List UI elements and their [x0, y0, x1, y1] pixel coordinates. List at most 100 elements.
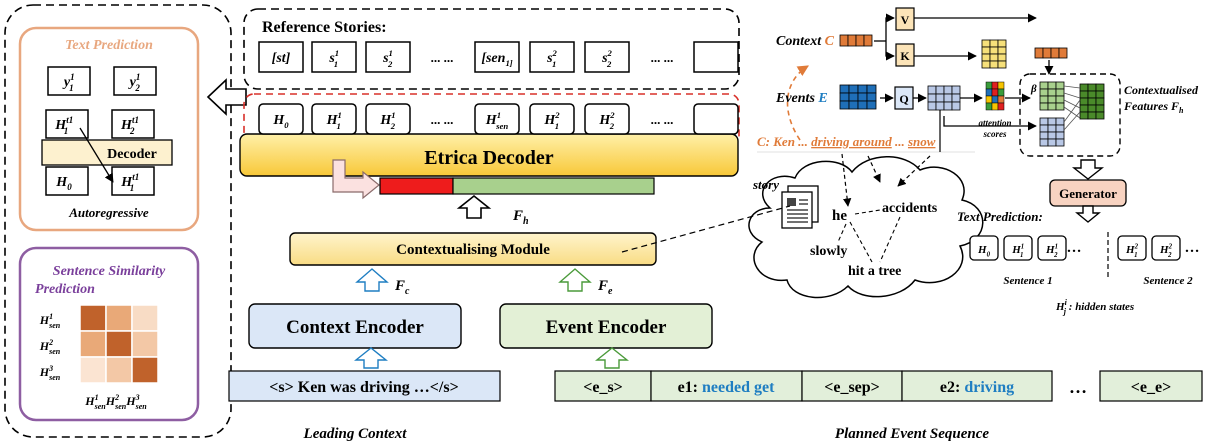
prediction-token [1003, 235, 1033, 261]
context-encoder [248, 303, 462, 349]
event-sequence: <e_s> e1: needed get <e_sep> e2: driving… [554, 370, 1203, 402]
e1-prefix: e1: [678, 379, 702, 396]
matrix-cell [1087, 111, 1097, 120]
matrix-cell [1095, 104, 1105, 113]
similarity-cell [79, 304, 107, 332]
similarity-cell [131, 304, 159, 332]
svg-text:y12: y12 [128, 72, 141, 93]
e1-highlight: needed get [702, 379, 775, 396]
similarity-cell [79, 330, 107, 358]
matrix-cell [1047, 117, 1057, 126]
vector-cell [1034, 47, 1044, 59]
word-slowly: slowly [810, 244, 847, 259]
similarity-cell [105, 330, 133, 358]
fc-up-arrow [355, 268, 389, 292]
similarity-title-2: Prediction [35, 282, 95, 297]
matrix-cell [839, 100, 850, 110]
matrix-cell [1039, 138, 1049, 147]
prediction-token [1117, 235, 1147, 261]
token-y1 [47, 66, 91, 96]
matrix-cell [866, 100, 877, 110]
feedback-arrow [332, 159, 380, 200]
leading-context-text: <s> Ken was driving …</s> [269, 379, 458, 396]
story-label: story [752, 177, 779, 192]
matrix-cell [943, 85, 953, 95]
score-cell [991, 81, 999, 90]
prediction-token [1037, 235, 1067, 261]
prediction-token [1151, 235, 1181, 261]
prediction-ellipsis: … [1185, 240, 1200, 256]
k-box [895, 43, 915, 67]
text-prediction-right-title: Text Prediction: [957, 209, 1043, 224]
matrix-cell [1095, 97, 1105, 106]
event-cell-e1 [650, 370, 803, 402]
matrix-cell [1055, 138, 1065, 147]
word-accidents: accidents [882, 201, 938, 216]
features-label-1: Contextualised [1124, 83, 1199, 97]
feature-matrix [1039, 81, 1105, 147]
reference-token [529, 41, 575, 73]
matrix-cell [951, 93, 961, 103]
svg-text:H0: H0 [272, 113, 289, 130]
contextualising-module [289, 232, 657, 266]
feature-link [1063, 106, 1081, 119]
matrix-cell [848, 100, 859, 110]
reference-stories-title: Reference Stories: [262, 19, 387, 36]
matrix-cell [1047, 124, 1057, 133]
matrix-cell [989, 53, 999, 62]
matrix-cell [1095, 83, 1105, 92]
event-input-arrow [595, 347, 629, 369]
sentence-1-label: Sentence 1 [1003, 275, 1052, 287]
attention-scores [985, 81, 1005, 111]
matrix-cell [1055, 117, 1065, 126]
scores-label-2: scores [983, 129, 1007, 139]
fc-label: Fc [394, 278, 410, 297]
matrix-cell [1047, 138, 1057, 147]
svg-text:<e_s>: <e_s> [583, 379, 623, 396]
matrix-cell [839, 92, 850, 102]
matrix-cell [997, 46, 1007, 55]
scores-label-1: attention [978, 118, 1011, 128]
event-cell-es [554, 370, 652, 402]
matrix-cell [1079, 83, 1089, 92]
matrix-cell [981, 39, 991, 48]
score-cell [991, 88, 999, 97]
event-cell-ee [1099, 370, 1203, 402]
svg-text:s12: s12 [382, 48, 393, 69]
e2-prefix: e2: [940, 379, 964, 396]
context-input-arrow [354, 347, 388, 369]
matrix-cell [1055, 95, 1065, 104]
similarity-cell [105, 304, 133, 332]
matrix-cell [981, 53, 991, 62]
svg-text:s22: s22 [601, 48, 612, 69]
matrix-cell [1047, 131, 1057, 140]
svg-text:<e_sep>: <e_sep> [824, 379, 880, 396]
matrix-cell [1079, 97, 1089, 106]
matrix-cell [1087, 97, 1097, 106]
hidden-ellipsis: ... ... [651, 112, 674, 127]
matrix-cell [1095, 90, 1105, 99]
token-h1-t1 [45, 109, 89, 139]
svg-text:H21: H21 [1125, 243, 1139, 259]
matrix-cell [943, 93, 953, 103]
reference-token [474, 41, 520, 73]
event-cell-e2 [901, 370, 1053, 402]
events-label: Events E [775, 91, 828, 106]
feature-link [1063, 99, 1081, 123]
matrix-cell [935, 85, 945, 95]
value-vector [1034, 47, 1068, 59]
hidden-state-token [529, 103, 575, 135]
svg-text:e2: driving: e2: driving [940, 379, 1014, 396]
feature-link [1063, 111, 1081, 131]
matrix-cell [866, 84, 877, 94]
matrix-cell [997, 53, 1007, 62]
autoregressive-arrow [79, 127, 114, 183]
svg-text:H11: H11 [1011, 243, 1024, 259]
reference-stories-box [243, 8, 740, 90]
e2-highlight: driving [964, 379, 1014, 396]
reference-ellipsis: ... ... [431, 50, 454, 65]
matrix-cell [1055, 81, 1065, 90]
